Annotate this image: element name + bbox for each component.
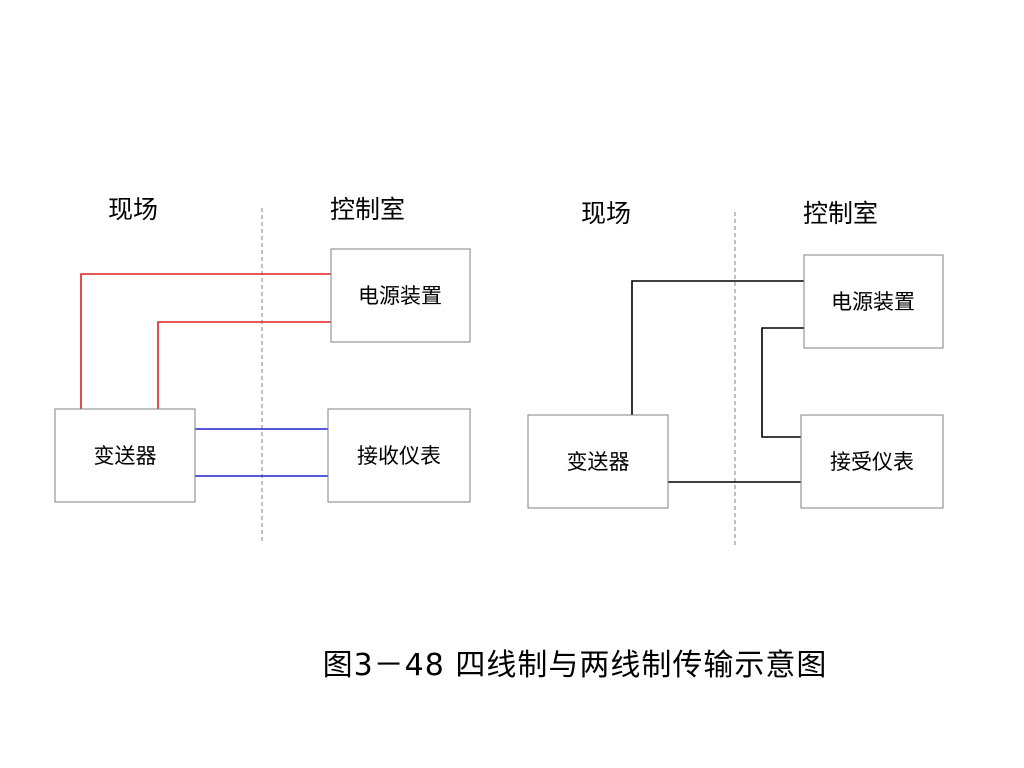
power-wire-2 [157, 321, 331, 409]
right-receiver-label: 接受仪表 [830, 450, 914, 474]
right-transmitter-box [527, 414, 669, 509]
left-transmitter-label: 变送器 [94, 444, 157, 468]
two-wire-diagram: 现场 控制室 电源装置 变送器 接受仪表 [527, 199, 944, 546]
left-power-supply-box [330, 248, 471, 343]
left-transmitter-box [54, 408, 196, 503]
left-receiver-label: 接收仪表 [357, 444, 441, 468]
power-wire-1 [80, 273, 331, 409]
figure-caption: 图3－48 四线制与两线制传输示意图 [322, 648, 828, 683]
left-power-supply-label: 电源装置 [358, 284, 442, 308]
loop-wire-supply-to-receiver [761, 327, 804, 438]
left-receiver-box [327, 408, 471, 503]
right-transmitter-label: 变送器 [567, 450, 630, 474]
left-field-label: 现场 [108, 195, 158, 224]
right-receiver-box [800, 414, 944, 509]
four-wire-diagram: 现场 控制室 电源装置 变送器 接收仪表 [54, 195, 471, 542]
left-control-room-label: 控制室 [330, 195, 405, 224]
right-power-supply-box [803, 254, 944, 349]
right-control-room-label: 控制室 [803, 199, 878, 228]
right-field-label: 现场 [581, 199, 631, 228]
loop-wire-power [631, 280, 804, 415]
right-power-supply-label: 电源装置 [831, 290, 915, 314]
